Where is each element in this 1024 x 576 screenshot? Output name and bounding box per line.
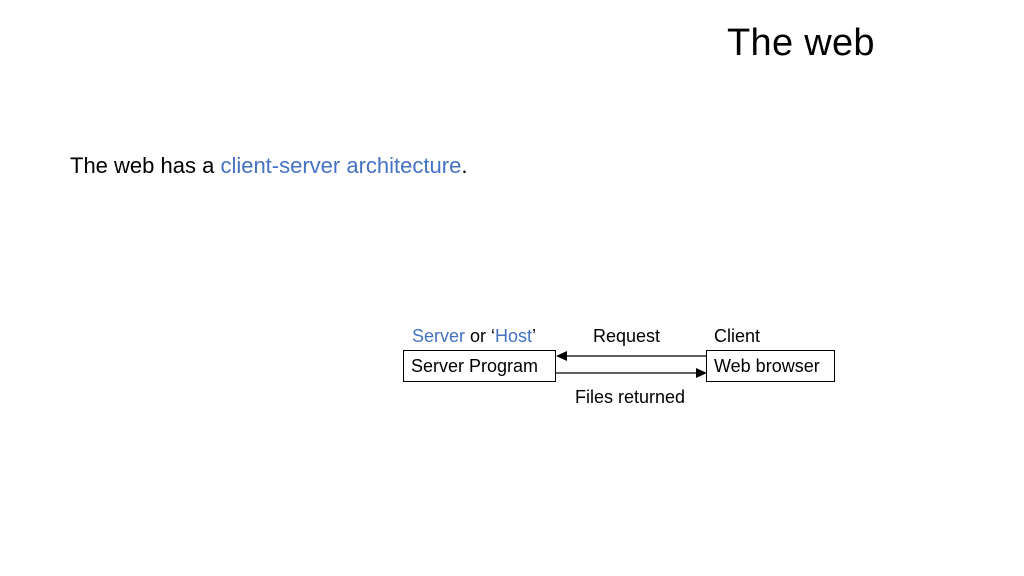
client-caption: Client: [714, 326, 761, 346]
body-paragraph: The web has a client-server architecture…: [70, 151, 467, 181]
server-program-box: Server Program: [403, 350, 556, 382]
web-browser-box: Web browser: [706, 350, 835, 382]
server-caption-or: or ‘: [465, 326, 496, 346]
body-text-highlight: client-server architecture: [220, 153, 462, 178]
body-text-prefix: The web has a: [70, 153, 221, 178]
request-label: Request: [593, 326, 661, 346]
server-caption-server: Server: [412, 326, 466, 346]
body-text-suffix: .: [461, 153, 468, 178]
server-caption-close: ’: [532, 326, 537, 346]
response-arrowhead: [696, 368, 707, 378]
files-returned-label: Files returned: [575, 387, 686, 407]
request-arrowhead: [556, 351, 567, 361]
server-caption-host: Host: [495, 326, 533, 346]
server-caption: Server or ‘Host’: [412, 325, 536, 347]
slide-title: The web: [727, 22, 875, 64]
